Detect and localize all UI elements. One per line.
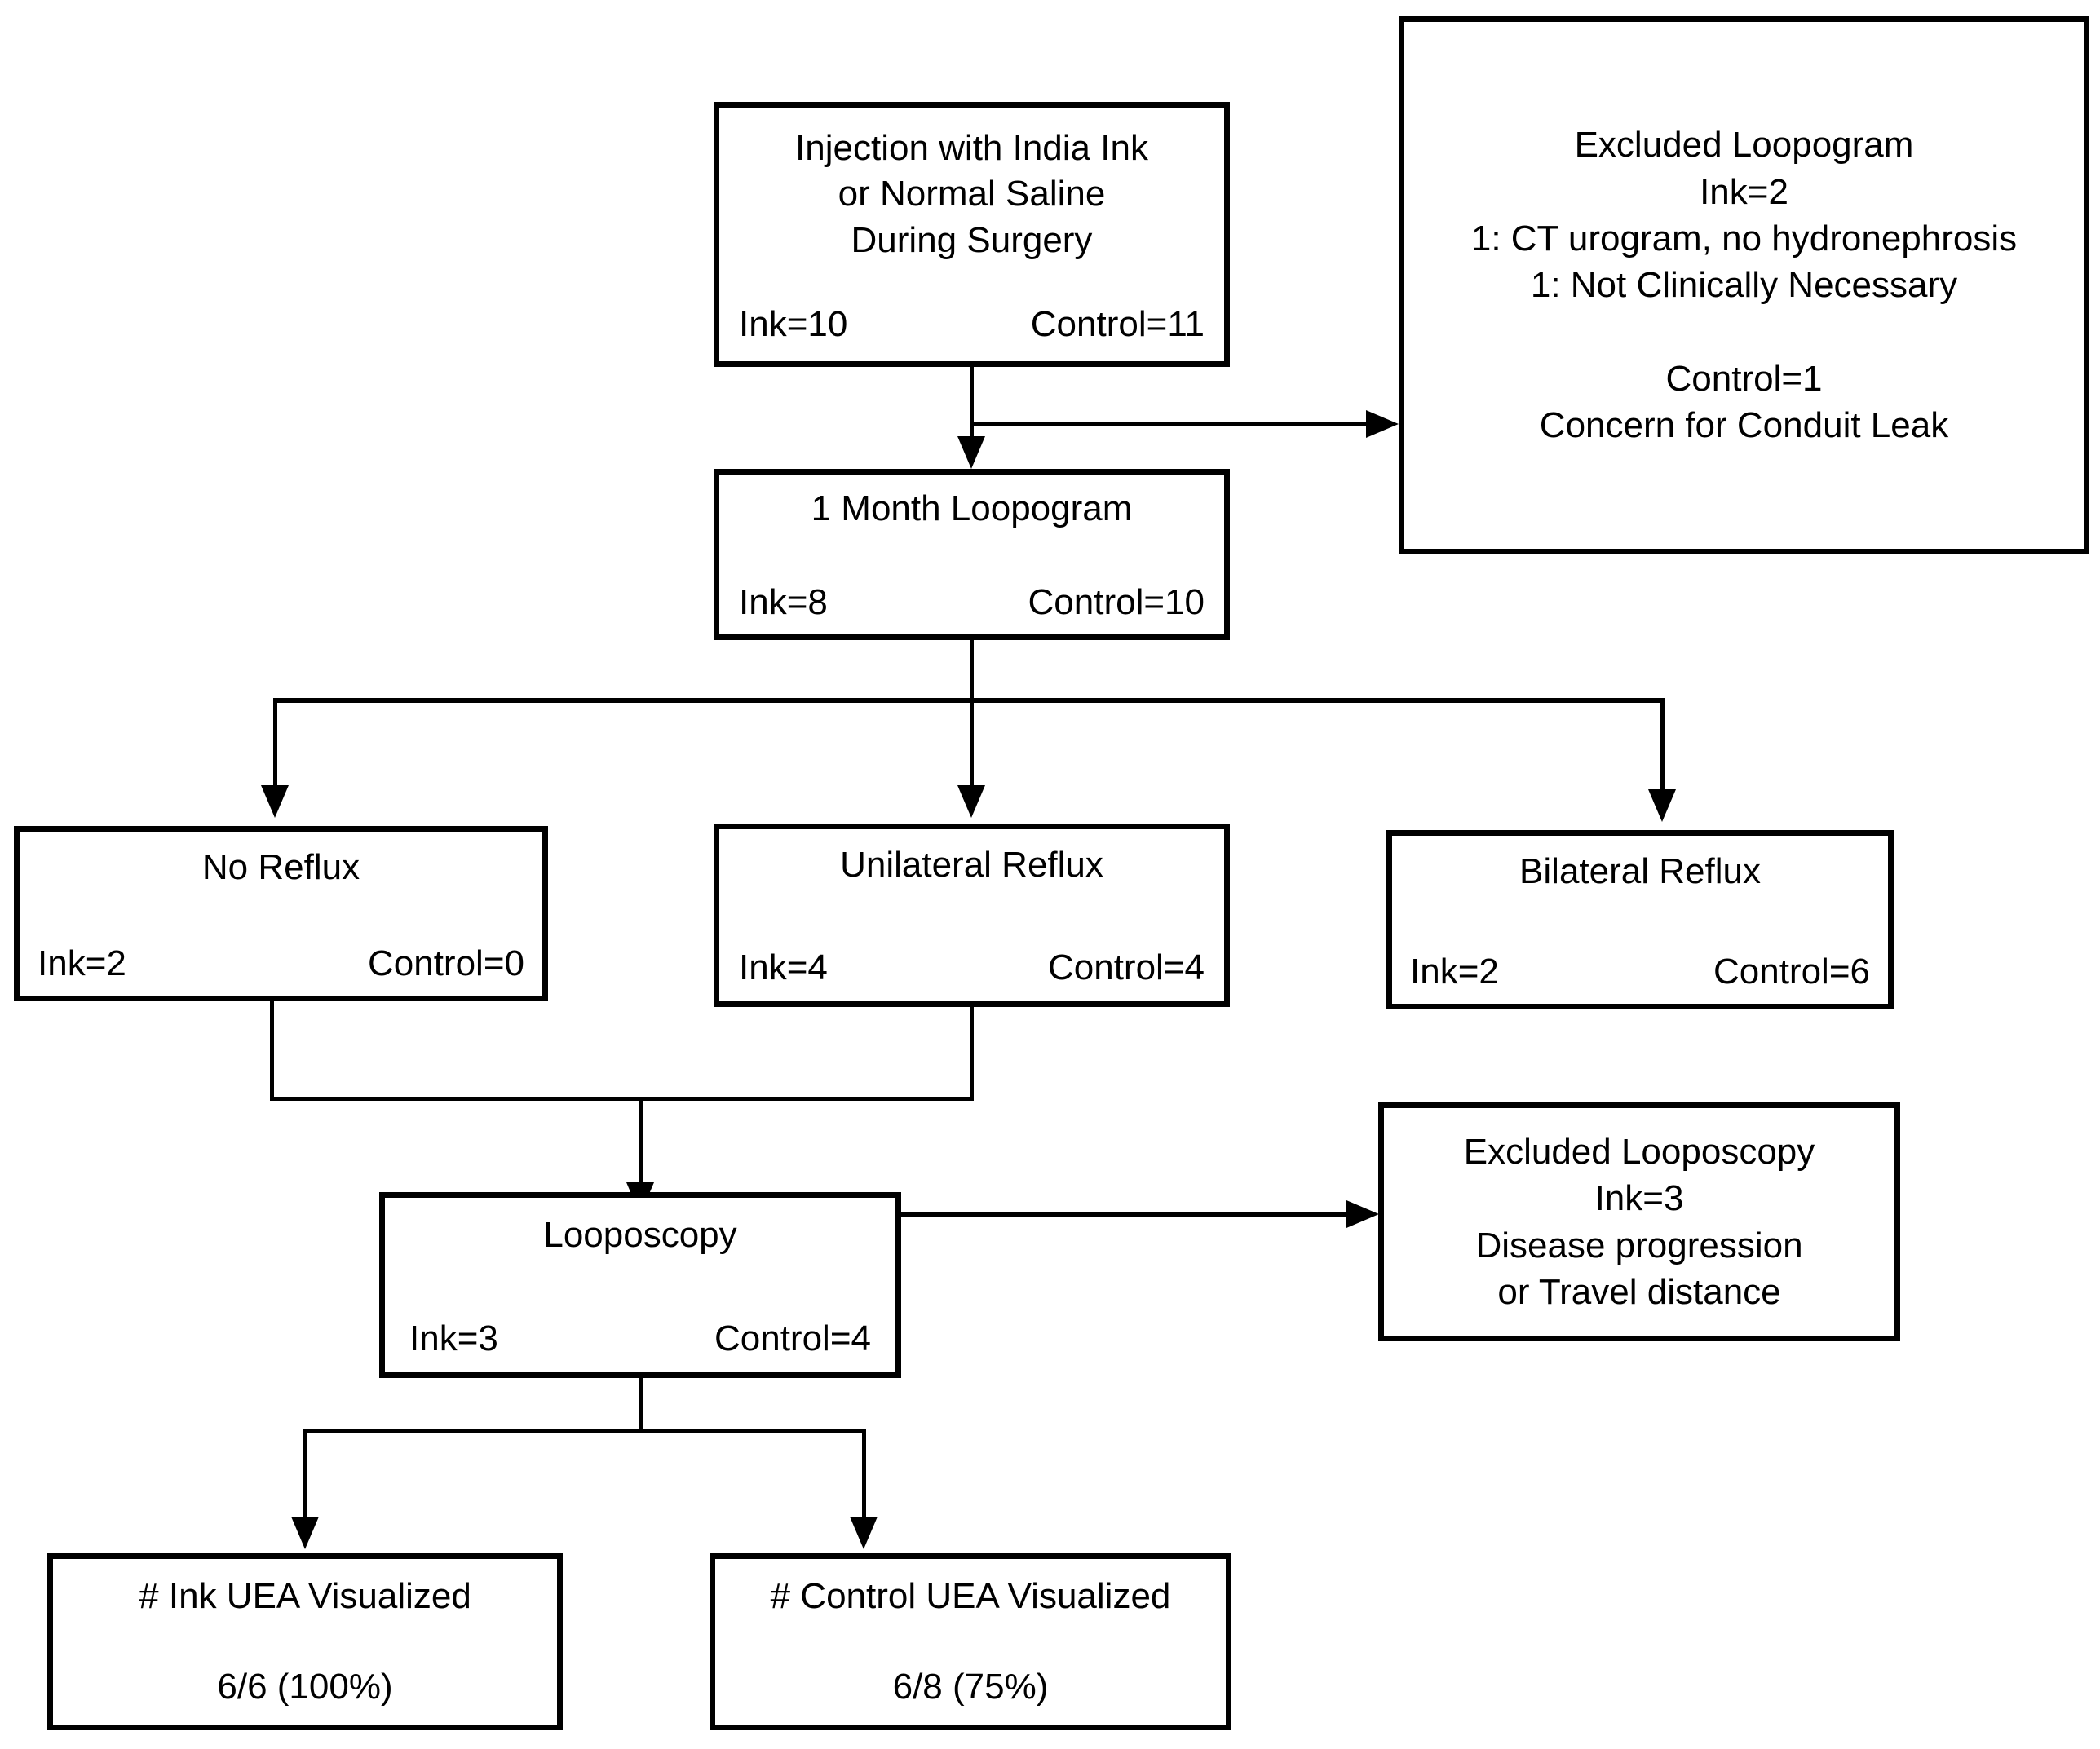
bilateral-reflux-counts: Ink=2 Control=6 [1410,951,1870,994]
connector-loopogram-down [970,640,974,702]
no-reflux-ink-count: Ink=2 [38,943,126,984]
connector-injection-to-excluded-loopogram [970,422,1366,426]
no-reflux-title: No Reflux [201,847,360,887]
injection-ink-count: Ink=10 [739,304,848,345]
node-injection[interactable]: Injection with India Ink or Normal Salin… [714,102,1230,367]
no-reflux-control-count: Control=0 [367,943,524,984]
connector-merge-bar [270,1097,974,1101]
arrowhead-to-control-uea [850,1517,878,1549]
control-uea-title: # Control UEA Visualized [770,1576,1171,1616]
node-excluded-looposcopy[interactable]: Excluded Looposcopy Ink=3 Disease progre… [1378,1102,1900,1341]
excluded-loopogram-reason-2: 1: Not Clinically Necessary [1530,265,1958,305]
looposcopy-title: Looposcopy [543,1215,737,1255]
connector-unilateral-reflux-down [970,1007,974,1099]
looposcopy-control-count: Control=4 [714,1318,871,1359]
arrowhead-to-no-reflux [261,785,289,818]
connector-to-unilateral-reflux [970,698,974,788]
excluded-loopogram-heading: Excluded Loopogram [1574,125,1914,166]
bilateral-reflux-control-count: Control=6 [1713,952,1870,992]
arrowhead-to-excluded-looposcopy [1346,1200,1379,1228]
connector-to-no-reflux [273,698,277,788]
node-unilateral-reflux[interactable]: Unilateral Reflux Ink=4 Control=4 [714,824,1230,1007]
connector-looposcopy-down [639,1378,643,1430]
injection-control-count: Control=11 [1030,304,1205,345]
arrowhead-to-loopogram [957,436,985,469]
excluded-loopogram-control-count: Control=1 [1665,359,1823,400]
connector-merge-down [639,1097,643,1186]
unilateral-reflux-ink-count: Ink=4 [739,947,828,988]
loopogram-ink-count: Ink=8 [739,582,828,623]
connector-uea-split-bar [303,1429,866,1433]
unilateral-reflux-title: Unilateral Reflux [840,845,1103,885]
excluded-loopogram-ink-count: Ink=2 [1700,171,1788,212]
looposcopy-counts: Ink=3 Control=4 [409,1318,871,1361]
node-ink-uea[interactable]: # Ink UEA Visualized 6/6 (100%) [47,1553,563,1730]
ink-uea-title: # Ink UEA Visualized [139,1576,471,1616]
connector-to-control-uea [862,1429,866,1518]
excluded-loopogram-reason-1: 1: CT urogram, no hydronephrosis [1470,218,2018,258]
connector-to-bilateral-reflux [1660,698,1665,789]
arrowhead-to-unilateral-reflux [957,785,985,818]
arrowhead-to-ink-uea [291,1517,319,1549]
node-control-uea[interactable]: # Control UEA Visualized 6/8 (75%) [710,1553,1231,1730]
unilateral-reflux-control-count: Control=4 [1047,947,1205,988]
arrowhead-to-excluded-loopogram [1366,410,1399,438]
excluded-looposcopy-ink-count: Ink=3 [1594,1178,1684,1219]
looposcopy-ink-count: Ink=3 [409,1318,498,1359]
connector-injection-down [970,367,974,426]
loopogram-title: 1 Month Loopogram [811,488,1133,528]
injection-title: Injection with India Ink or Normal Salin… [795,128,1148,260]
loopogram-counts: Ink=8 Control=10 [739,581,1205,625]
node-looposcopy[interactable]: Looposcopy Ink=3 Control=4 [379,1192,901,1378]
bilateral-reflux-title: Bilateral Reflux [1519,851,1761,891]
node-no-reflux[interactable]: No Reflux Ink=2 Control=0 [14,826,548,1001]
connector-no-reflux-down [270,1001,274,1099]
node-excluded-loopogram[interactable]: Excluded Loopogram Ink=2 1: CT urogram, … [1399,16,2089,554]
excluded-looposcopy-heading: Excluded Looposcopy [1463,1132,1815,1173]
excluded-looposcopy-reason-2: or Travel distance [1497,1271,1781,1312]
connector-injection-to-loopogram [970,422,974,440]
connector-reflux-split-bar [273,698,1664,703]
excluded-looposcopy-reason-1: Disease progression [1475,1225,1803,1265]
injection-counts: Ink=10 Control=11 [739,303,1205,347]
connector-to-ink-uea [303,1429,307,1518]
loopogram-control-count: Control=10 [1028,582,1205,623]
bilateral-reflux-ink-count: Ink=2 [1410,952,1499,992]
ink-uea-result: 6/6 (100%) [217,1666,393,1707]
node-loopogram[interactable]: 1 Month Loopogram Ink=8 Control=10 [714,469,1230,640]
arrowhead-to-bilateral-reflux [1648,789,1676,822]
connector-to-excluded-looposcopy [639,1212,1346,1217]
node-bilateral-reflux[interactable]: Bilateral Reflux Ink=2 Control=6 [1386,830,1894,1009]
no-reflux-counts: Ink=2 Control=0 [38,943,524,986]
unilateral-reflux-counts: Ink=4 Control=4 [739,947,1205,990]
control-uea-result: 6/8 (75%) [892,1666,1049,1707]
excluded-loopogram-reason-3: Concern for Conduit Leak [1539,405,1949,446]
